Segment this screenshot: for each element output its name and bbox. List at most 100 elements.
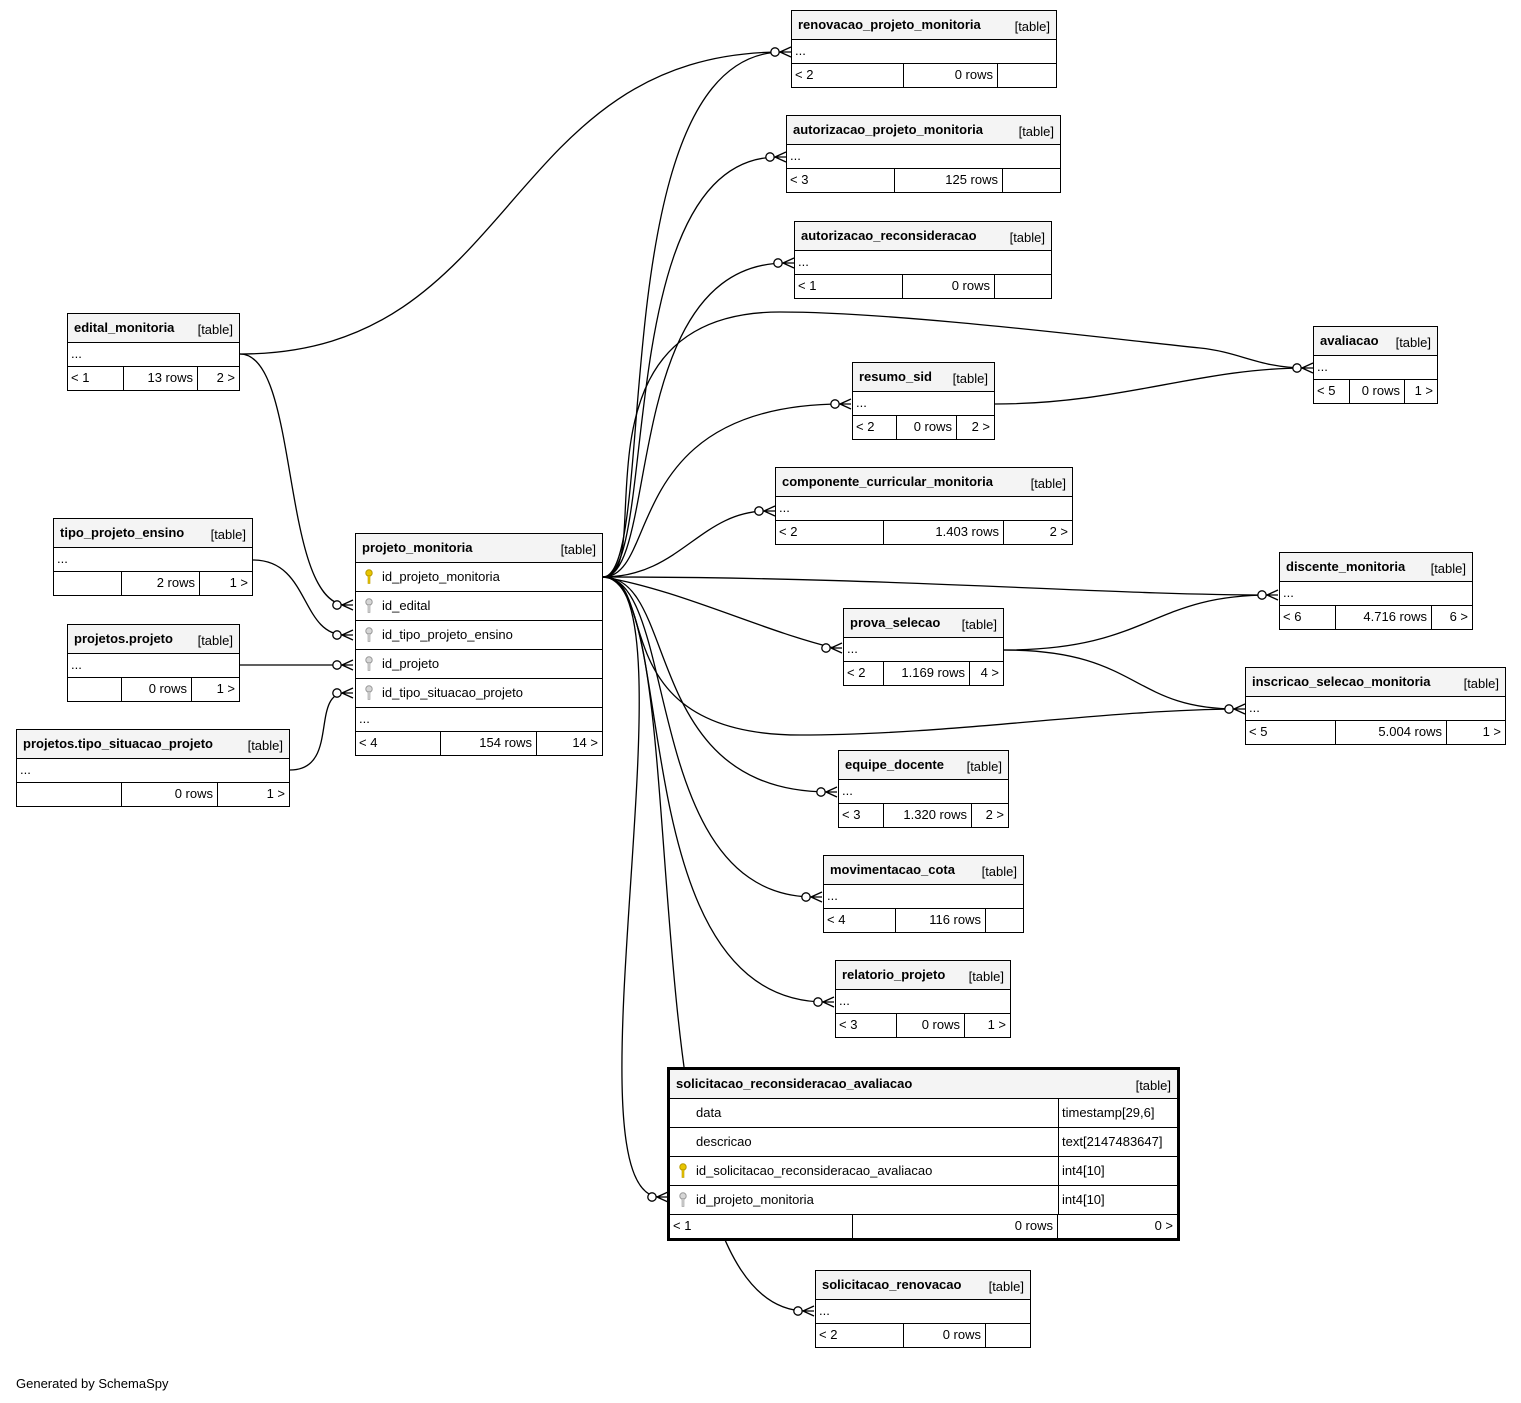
table-name[interactable]: tipo_projeto_ensino xyxy=(60,525,185,540)
crows-foot-circle xyxy=(821,643,831,653)
column-row[interactable]: id_tipo_projeto_ensino xyxy=(356,621,602,650)
footer-children[interactable] xyxy=(986,1324,1030,1347)
footer-children[interactable]: 1 > xyxy=(987,1017,1006,1032)
column-row[interactable]: id_tipo_situacao_projeto xyxy=(356,679,602,708)
table-name[interactable]: movimentacao_cota xyxy=(830,862,955,877)
footer-children[interactable]: 1 > xyxy=(1482,724,1501,739)
table-name[interactable]: renovacao_projeto_monitoria xyxy=(798,17,981,32)
table-name[interactable]: projetos.tipo_situacao_projeto xyxy=(23,736,213,751)
footer-children[interactable] xyxy=(998,64,1056,87)
footer-parents[interactable]: < 2 xyxy=(844,662,884,685)
footer-parents[interactable]: < 2 xyxy=(792,64,904,87)
column-row[interactable]: id_projeto_monitoria int4[10] xyxy=(670,1186,1177,1215)
table-name[interactable]: autorizacao_projeto_monitoria xyxy=(793,122,983,137)
table-ellipsis: ... xyxy=(816,1300,1030,1324)
table-name[interactable]: autorizacao_reconsideracao xyxy=(801,228,977,243)
table-componente-curricular-monitoria[interactable]: componente_curricular_monitoria[table] .… xyxy=(775,467,1073,545)
table-inscricao-selecao-monitoria[interactable]: inscricao_selecao_monitoria[table] ... <… xyxy=(1245,667,1506,745)
footer-parents[interactable] xyxy=(68,678,122,701)
footer-children[interactable]: 2 > xyxy=(1049,524,1068,539)
table-name[interactable]: edital_monitoria xyxy=(74,320,175,335)
footer-children[interactable] xyxy=(986,909,1023,932)
table-autorizacao-projeto-monitoria[interactable]: autorizacao_projeto_monitoria[table] ...… xyxy=(786,115,1061,193)
footer-parents[interactable]: < 1 xyxy=(795,275,903,298)
edge-hub-to-solicitacao-renov xyxy=(602,576,807,1312)
table-ellipsis: ... xyxy=(824,885,1023,909)
footer-parents[interactable]: < 6 xyxy=(1280,606,1336,629)
table-name[interactable]: prova_selecao xyxy=(850,615,941,630)
footer-parents[interactable]: < 2 xyxy=(816,1324,904,1347)
footer-parents[interactable]: < 3 xyxy=(839,804,884,827)
column-row[interactable]: id_solicitacao_reconsideracao_avaliacao … xyxy=(670,1157,1177,1186)
column-row[interactable]: id_projeto_monitoria xyxy=(356,563,602,592)
table-projetos-tipo-situacao-projeto[interactable]: projetos.tipo_situacao_projeto[table] ..… xyxy=(16,729,290,807)
footer-children[interactable]: 6 > xyxy=(1449,609,1468,624)
column-row[interactable]: id_edital xyxy=(356,592,602,621)
edge-hub-to-autorizacao xyxy=(602,156,779,578)
footer-children[interactable]: 1 > xyxy=(266,786,285,801)
footer-children[interactable]: 4 > xyxy=(980,665,999,680)
table-autorizacao-reconsideracao[interactable]: autorizacao_reconsideracao[table] ... < … xyxy=(794,221,1052,299)
footer-parents[interactable]: < 4 xyxy=(356,732,441,755)
column-row[interactable]: descricao text[2147483647] xyxy=(670,1128,1177,1157)
footer-parents[interactable]: < 5 xyxy=(1314,380,1350,403)
footer-parents[interactable] xyxy=(17,783,122,806)
footer-parents[interactable]: < 4 xyxy=(824,909,896,932)
footer-children[interactable]: 14 > xyxy=(572,735,598,750)
table-name[interactable]: projetos.projeto xyxy=(74,631,173,646)
column-name: descricao xyxy=(696,1134,752,1149)
footer-rows: 2 rows xyxy=(122,572,200,595)
table-name[interactable]: solicitacao_reconsideracao_avaliacao xyxy=(676,1076,913,1091)
footer-parents[interactable]: < 3 xyxy=(836,1014,897,1037)
column-row[interactable]: id_projeto xyxy=(356,650,602,679)
footer-rows: 4.716 rows xyxy=(1336,606,1432,629)
table-name[interactable]: discente_monitoria xyxy=(1286,559,1406,574)
footer-rows: 0 rows xyxy=(903,275,995,298)
footer-children[interactable] xyxy=(1003,169,1060,192)
table-projeto-monitoria[interactable]: projeto_monitoria[table] id_projeto_moni… xyxy=(355,533,603,756)
footer-children[interactable]: 1 > xyxy=(1414,383,1433,398)
footer-parents[interactable]: < 1 xyxy=(670,1215,853,1238)
footer-parents[interactable]: < 2 xyxy=(776,521,884,544)
column-row[interactable]: data timestamp[29,6] xyxy=(670,1099,1177,1128)
table-name[interactable]: relatorio_projeto xyxy=(842,967,946,982)
footer-children[interactable]: 1 > xyxy=(216,681,235,696)
table-solicitacao-reconsideracao-avaliacao[interactable]: solicitacao_reconsideracao_avaliacao [tab… xyxy=(667,1067,1180,1241)
table-name[interactable]: inscricao_selecao_monitoria xyxy=(1252,674,1431,689)
footer-parents[interactable]: < 5 xyxy=(1246,721,1336,744)
crows-foot-fork xyxy=(656,1191,669,1203)
table-name[interactable]: avaliacao xyxy=(1320,333,1379,348)
footer-children[interactable]: 2 > xyxy=(216,370,235,385)
footer-parents[interactable]: < 2 xyxy=(853,416,897,439)
table-name[interactable]: solicitacao_renovacao xyxy=(822,1277,962,1292)
table-type: [table] xyxy=(1135,1078,1171,1093)
table-renovacao-projeto-monitoria[interactable]: renovacao_projeto_monitoria[table] ... <… xyxy=(791,10,1057,88)
table-name[interactable]: resumo_sid xyxy=(859,369,932,384)
footer-parents[interactable]: < 1 xyxy=(68,367,124,390)
table-ellipsis: ... xyxy=(839,780,1008,804)
footer-children[interactable]: 0 > xyxy=(1154,1218,1173,1233)
table-name[interactable]: equipe_docente xyxy=(845,757,944,772)
table-name[interactable]: componente_curricular_monitoria xyxy=(782,474,993,489)
footer-children[interactable] xyxy=(995,275,1051,298)
footer-children[interactable]: 1 > xyxy=(229,575,248,590)
table-name[interactable]: projeto_monitoria xyxy=(362,540,473,555)
footer-parents[interactable]: < 3 xyxy=(787,169,895,192)
crows-foot-circle xyxy=(1224,704,1234,714)
crows-foot-circle xyxy=(754,506,764,516)
footer-children[interactable]: 2 > xyxy=(971,419,990,434)
footer-parents[interactable] xyxy=(54,572,122,595)
footer-children[interactable]: 2 > xyxy=(985,807,1004,822)
